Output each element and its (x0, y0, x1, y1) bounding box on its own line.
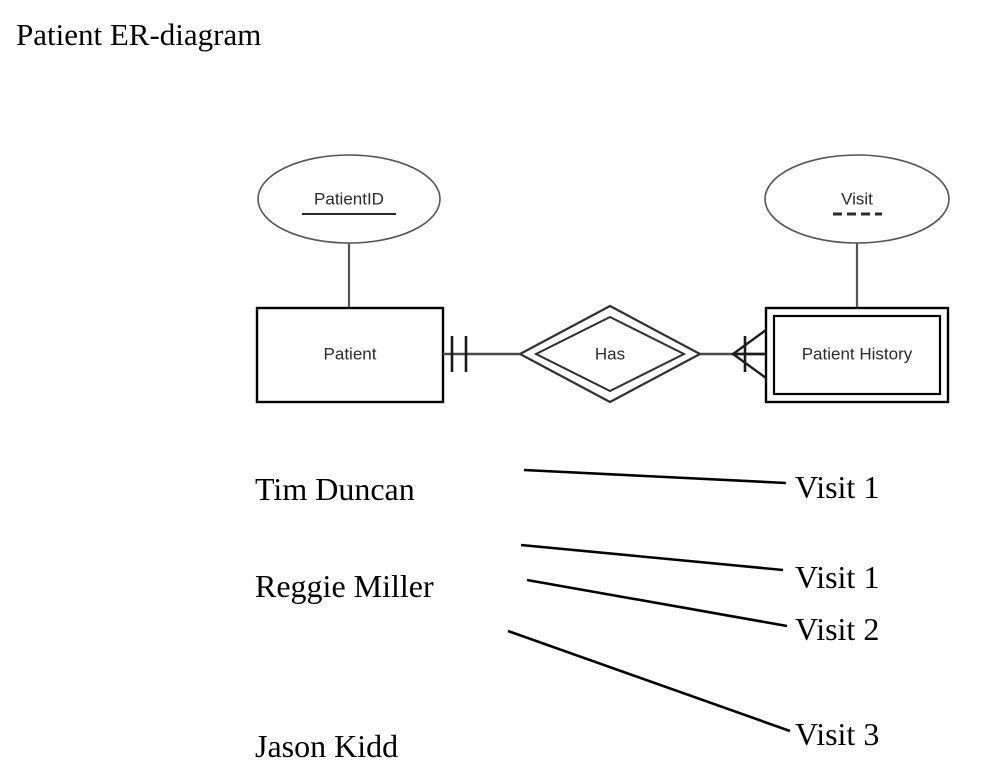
patient-id-label: PatientID (314, 189, 384, 208)
instance-visit-1-tim-duncan[interactable]: Visit 1 (795, 469, 879, 505)
cardinality-patient-side (443, 336, 520, 372)
visit-label: Visit (841, 189, 873, 208)
relationship-has[interactable]: Has (517, 304, 703, 404)
instance-visit-3-jason-kidd[interactable]: Visit 3 (795, 716, 879, 752)
map-line-reggie-miller-visit-1 (520, 543, 784, 572)
map-line-tim-duncan-visit-1 (523, 468, 787, 485)
instance-patient-tim-duncan[interactable]: Tim Duncan (255, 471, 415, 507)
patient-entity-label: Patient (324, 344, 377, 363)
map-line-reggie-miller-visit-2 (526, 578, 788, 628)
instance-patient-reggie-miller[interactable]: Reggie Miller (255, 568, 434, 604)
attribute-visit[interactable]: Visit (764, 154, 950, 244)
instance-patient-jason-kidd[interactable]: Jason Kidd (255, 728, 398, 764)
map-line-jason-kidd-visit-3 (507, 629, 791, 733)
attribute-patient-id[interactable]: PatientID (257, 154, 441, 244)
cardinality-patient-history-side (700, 329, 767, 379)
entity-patient[interactable]: Patient (255, 306, 445, 404)
instance-visit-2-reggie-miller[interactable]: Visit 2 (795, 611, 879, 647)
has-inner-diamond (533, 315, 687, 393)
patient-history-inner-box (772, 314, 942, 396)
has-relationship-label: Has (595, 344, 625, 363)
page-title: Patient ER-diagram (16, 17, 262, 52)
instance-visit-1-reggie-miller[interactable]: Visit 1 (795, 559, 879, 595)
patient-history-entity-label: Patient History (802, 344, 913, 363)
entity-patient-history[interactable]: Patient History (764, 306, 950, 404)
